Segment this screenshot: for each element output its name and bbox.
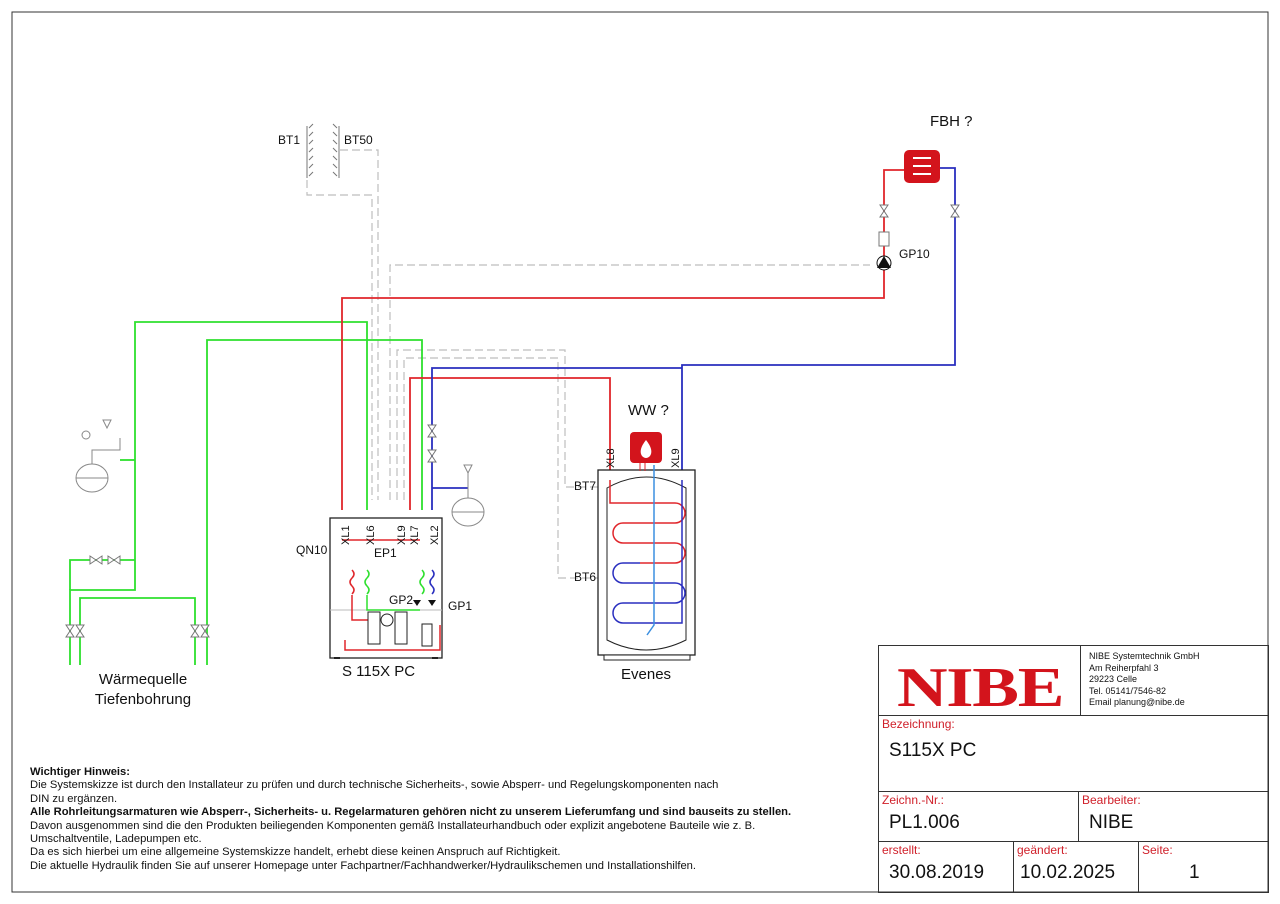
label-gp1: GP1 bbox=[448, 599, 472, 613]
changed-label: geändert: bbox=[1017, 843, 1068, 857]
port-xl1: XL1 bbox=[340, 525, 352, 545]
label-bt6: BT6 bbox=[574, 570, 596, 584]
designation-value: S115X PC bbox=[889, 740, 977, 761]
page-label: Seite: bbox=[1142, 843, 1173, 857]
important-notes: Wichtiger Hinweis: Die Systemskizze ist … bbox=[30, 766, 870, 873]
underfloor-heating-icon bbox=[904, 150, 940, 183]
company-name: NIBE Systemtechnik GmbH bbox=[1089, 651, 1200, 661]
notes-line: Da es sich hierbei um eine allgemeine Sy… bbox=[30, 846, 561, 859]
company-email: Email planung@nibe.de bbox=[1089, 697, 1185, 707]
label-unit-name: S 115X PC bbox=[342, 663, 415, 680]
designation-label: Bezeichnung: bbox=[882, 717, 955, 731]
drawing-frame bbox=[11, 11, 1269, 893]
port-xl7: XL7 bbox=[409, 525, 421, 545]
notes-line: Die Systemskizze ist durch den Installat… bbox=[30, 779, 719, 792]
pump-gp10 bbox=[876, 231, 892, 271]
notes-line: DIN zu ergänzen. bbox=[30, 792, 118, 805]
editor-value: NIBE bbox=[1089, 812, 1134, 833]
editor-label: Bearbeiter: bbox=[1082, 793, 1141, 807]
company-city: 29223 Celle bbox=[1089, 674, 1138, 684]
label-bt50: BT50 bbox=[344, 133, 373, 147]
expansion-vessel-heating bbox=[451, 464, 485, 527]
notes-line-bold: Alle Rohrleitungsarmaturen wie Absperr-,… bbox=[30, 806, 792, 819]
label-qn10: QN10 bbox=[296, 543, 328, 557]
notes-line: Die aktuelle Hydraulik finden Sie auf un… bbox=[30, 859, 697, 872]
address-cell: NIBE Systemtechnik GmbH Am Reiherpfahl 3… bbox=[1081, 646, 1269, 716]
label-source-1: Wärmequelle bbox=[99, 671, 187, 688]
nibe-logo: NIBE bbox=[897, 657, 1064, 719]
supply-pipes bbox=[341, 169, 907, 510]
label-source-2: Tiefenbohrung bbox=[95, 691, 191, 708]
company-phone: Tel. 05141/7546-82 bbox=[1089, 685, 1167, 696]
created-value: 30.08.2019 bbox=[889, 862, 985, 883]
drawing-no-cell: Zeichn.-Nr.: PL1.006 bbox=[879, 792, 1079, 842]
page-cell: Seite: 1 bbox=[1139, 842, 1269, 893]
notes-line: Umschaltventile, Ladepumpen etc. bbox=[30, 833, 202, 846]
label-gp10: GP10 bbox=[899, 247, 930, 261]
changed-cell: geändert: 10.02.2025 bbox=[1014, 842, 1139, 893]
notes-line: Davon ausgenommen sind die den Produkten… bbox=[30, 819, 756, 832]
shutoff-valves bbox=[65, 204, 960, 638]
label-tank-name: Evenes bbox=[621, 666, 671, 683]
editor-cell: Bearbeiter: NIBE bbox=[1079, 792, 1269, 842]
label-gp2: GP2 bbox=[389, 593, 413, 607]
label-tank-xl9: XL9 bbox=[670, 448, 682, 468]
label-bt7: BT7 bbox=[574, 479, 596, 493]
created-label: erstellt: bbox=[882, 843, 921, 857]
diagram-labels: BT1 BT50 FBH ? GP10 WW ? XL8 XL9 BT7 BT6… bbox=[95, 113, 973, 708]
logo-cell: NIBE bbox=[879, 646, 1081, 719]
return-pipes bbox=[431, 167, 956, 510]
label-ww: WW ? bbox=[628, 402, 669, 419]
label-bt1: BT1 bbox=[278, 133, 300, 147]
label-fbh: FBH ? bbox=[930, 113, 973, 130]
sensor-bt50 bbox=[332, 123, 340, 178]
created-cell: erstellt: 30.08.2019 bbox=[879, 842, 1014, 893]
designation-cell: Bezeichnung: S115X PC bbox=[879, 716, 1269, 792]
notes-title: Wichtiger Hinweis: bbox=[30, 766, 130, 778]
drawing-no-label: Zeichn.-Nr.: bbox=[882, 793, 945, 807]
changed-value: 10.02.2025 bbox=[1020, 862, 1116, 883]
expansion-vessel-brine bbox=[75, 419, 121, 493]
drawing-no-value: PL1.006 bbox=[889, 812, 960, 833]
title-block: NIBE NIBE Systemtechnik GmbH Am Reiherpf… bbox=[878, 645, 1269, 893]
sensor-bt1 bbox=[306, 123, 314, 178]
sensor-wiring bbox=[306, 149, 870, 579]
port-xl6: XL6 bbox=[365, 525, 377, 545]
port-xl9: XL9 bbox=[396, 525, 408, 545]
label-ep1: EP1 bbox=[374, 546, 397, 560]
heat-pump-unit bbox=[329, 517, 443, 659]
port-xl2: XL2 bbox=[429, 525, 441, 545]
label-tank-xl8: XL8 bbox=[605, 448, 617, 468]
page-value: 1 bbox=[1189, 862, 1200, 883]
company-street: Am Reiherpfahl 3 bbox=[1089, 662, 1159, 673]
hot-water-tank bbox=[597, 432, 696, 661]
